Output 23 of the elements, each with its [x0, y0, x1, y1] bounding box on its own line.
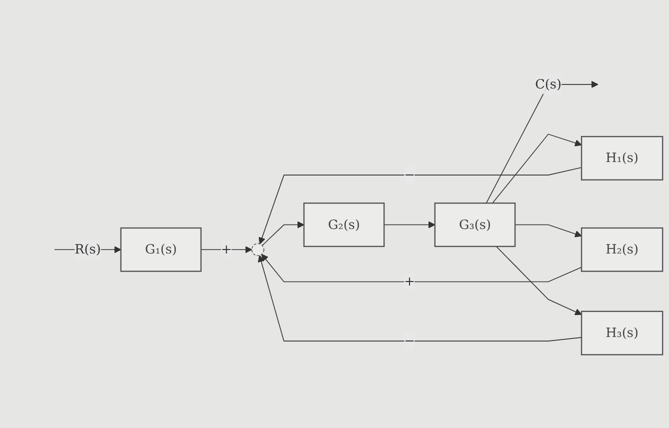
edge-label: +: [221, 242, 232, 258]
arrow: [486, 81, 598, 204]
arrow: [200, 246, 252, 254]
edge-label: −: [404, 167, 415, 183]
edge-label: +: [404, 274, 415, 290]
arrow: [514, 224, 582, 238]
arrow: [261, 254, 582, 283]
edge-label: −: [404, 333, 415, 349]
node-box: G₃(s): [434, 202, 516, 248]
arrow: [262, 222, 304, 246]
node-box: G₁(s): [120, 228, 202, 272]
node-box: G₂(s): [303, 202, 385, 248]
node-circle: [251, 244, 264, 256]
arrow: [258, 168, 582, 245]
node-box: H₁(s): [580, 136, 664, 181]
arrow: [496, 246, 582, 316]
arrow: [492, 134, 582, 204]
arrow: [258, 256, 582, 342]
arrow: [384, 222, 436, 229]
node-box: H₃(s): [580, 311, 664, 356]
edge-label: R(s): [74, 242, 101, 258]
edge-label: C(s): [535, 76, 562, 92]
node-box: H₂(s): [580, 228, 664, 272]
